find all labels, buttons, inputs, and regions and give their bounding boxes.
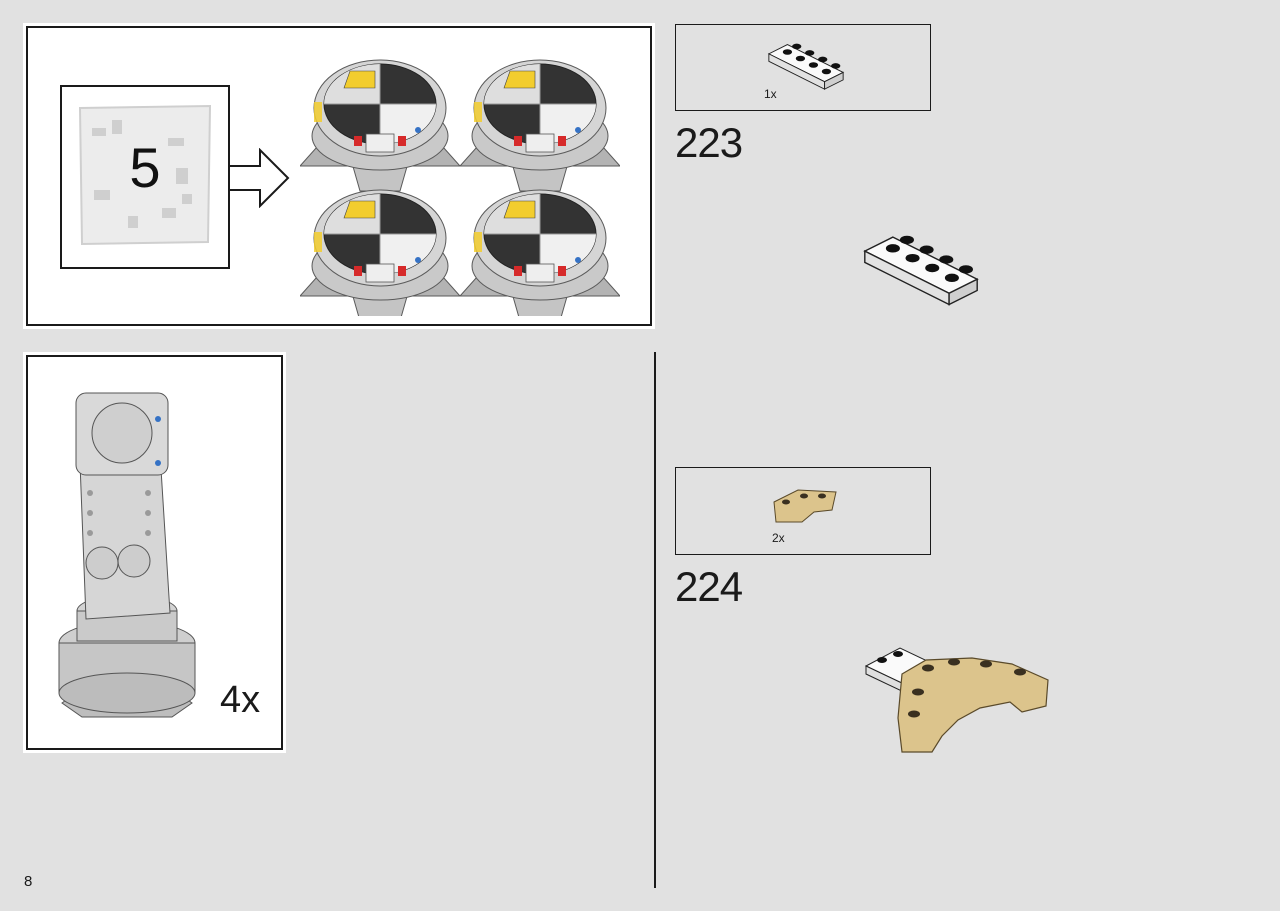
page-number: 8	[24, 873, 33, 890]
tan-wedge-plate-icon	[770, 482, 842, 530]
step-224-parts-callout: 2x	[675, 467, 931, 555]
subassembly-multiplier: 4x	[220, 679, 261, 721]
step-number: 224	[675, 563, 743, 610]
page-divider	[654, 352, 656, 888]
bag-panel: 5	[26, 26, 652, 326]
arrow-right-icon	[228, 148, 292, 208]
part-quantity: 1x	[764, 87, 777, 101]
subassembly-illustration	[52, 383, 202, 723]
part-quantity: 2x	[772, 531, 785, 545]
tan-wedge-assembly-icon	[862, 640, 1054, 760]
step-223-parts-callout: 1x	[675, 24, 931, 111]
parts-bag-icon	[72, 98, 218, 250]
module-preview-grid	[300, 46, 620, 316]
white-plate-2x4-icon	[766, 39, 846, 91]
white-plate-2x4-icon	[862, 226, 980, 310]
step-number: 223	[675, 119, 743, 166]
subassembly-panel: 4x	[26, 355, 283, 750]
bag-number: 5	[129, 136, 161, 199]
